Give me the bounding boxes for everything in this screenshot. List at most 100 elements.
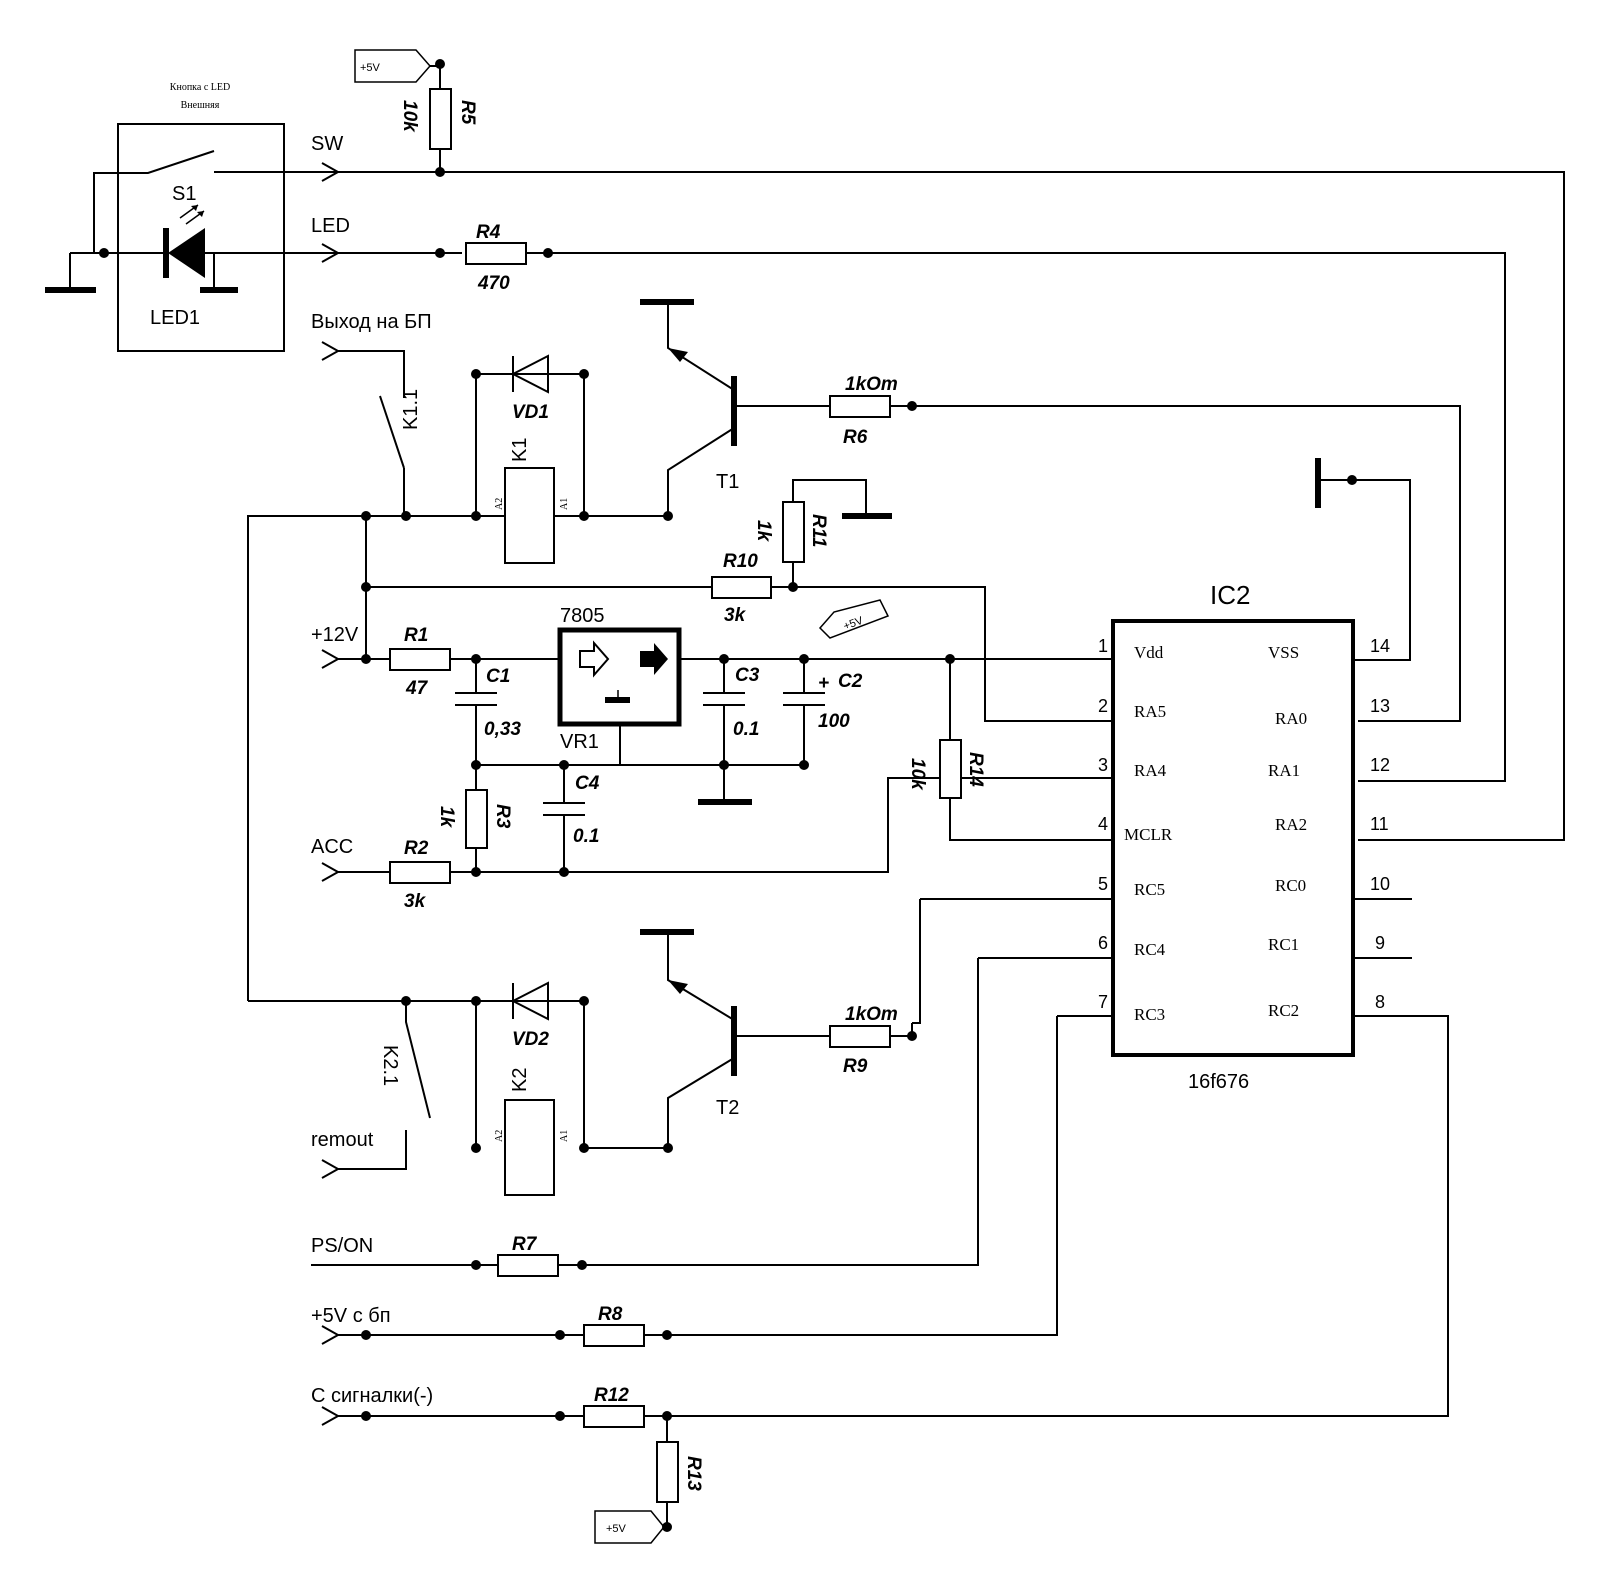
c2-ref: C2 <box>838 671 863 692</box>
bottom-inputs: PS/ON R7 +5V с бп R8 С сигналки(-) R12 R… <box>311 1234 704 1544</box>
ic2-pin7-name: RC3 <box>1134 1005 1165 1024</box>
vr1-type-label: 7805 <box>560 605 605 627</box>
ic2-pin12-name: RA1 <box>1268 761 1300 780</box>
ic2-pin1-name: Vdd <box>1134 643 1164 662</box>
r5-ref: R5 <box>457 100 478 125</box>
s1-led-box: Кнопка с LED Внешняя S1 LED1 <box>45 82 338 352</box>
ic2-pin4-num: 4 <box>1098 814 1108 834</box>
ic2-pin6-name: RC4 <box>1134 940 1166 959</box>
r7-ref: R7 <box>512 1234 538 1255</box>
acc-block: R3 1k C4 0.1 ACC R2 3k R14 10k <box>311 659 1113 912</box>
ic2-pin9-num: 9 <box>1375 933 1385 953</box>
vr1-ref: VR1 <box>560 731 599 753</box>
regulator-block: +12V R1 47 C1 0,33 7805 VR1 C3 0.1 <box>311 605 1113 805</box>
r12-ref: R12 <box>594 1385 629 1406</box>
led1-label: LED1 <box>150 307 200 329</box>
ic2-pin3-name: RA4 <box>1134 761 1167 780</box>
ic2-pin1-num: 1 <box>1098 636 1108 656</box>
r14-ref: R14 <box>965 752 986 787</box>
k2-pin-a2: A2 <box>494 1130 505 1142</box>
ic2-pin4-name: MCLR <box>1124 825 1173 844</box>
r1-ref: R1 <box>404 625 428 646</box>
ic2-pin9-name: RC1 <box>1268 935 1299 954</box>
c1-ref: C1 <box>486 666 510 687</box>
net-output-ps-label: Выход на БП <box>311 311 432 333</box>
net-acc-label: ACC <box>311 836 353 858</box>
ic2-part: 16f676 <box>1188 1071 1249 1093</box>
k1-contact-label: K1.1 <box>400 389 422 430</box>
r1-value: 47 <box>405 678 429 699</box>
ic2-pin11-num: 11 <box>1370 814 1389 834</box>
net-plus12v-label: +12V <box>311 624 359 646</box>
r11-value: 1k <box>753 520 774 543</box>
led-icon <box>168 228 205 278</box>
relay-k2-block: K2.1 remout VD2 K2 A2 A1 T2 1kOm R9 <box>248 929 917 1196</box>
r4-ref: R4 <box>476 222 501 243</box>
r2-value: 3k <box>404 891 427 912</box>
ic2-pin10-num: 10 <box>1370 874 1390 894</box>
switch-s1-label: S1 <box>172 183 196 205</box>
r10-ref: R10 <box>723 551 758 572</box>
k2-ref: K2 <box>509 1068 531 1092</box>
r13-ref: R13 <box>683 1456 704 1491</box>
r2-ref: R2 <box>404 838 429 859</box>
ic2-pin2-num: 2 <box>1098 696 1108 716</box>
r3-value: 1k <box>436 806 457 829</box>
k2-contact-label: K2.1 <box>379 1045 401 1086</box>
k1-ref: K1 <box>509 438 531 462</box>
ic2-pin7-num: 7 <box>1098 992 1108 1012</box>
r9-ref: R9 <box>843 1056 868 1077</box>
c3-value: 0.1 <box>733 719 759 740</box>
relay-k1-block: Выход на БП K1.1 K1 A2 A1 VD1 T1 <box>247 299 1461 1001</box>
ic2-pin2-name: RA5 <box>1134 702 1166 721</box>
ic2-pin8-name: RC2 <box>1268 1001 1299 1020</box>
net-alarm-label: С сигналки(-) <box>311 1385 433 1407</box>
plus5v-flag-top: +5V <box>360 62 381 74</box>
c2-value: 100 <box>818 711 850 732</box>
t2-ref: T2 <box>716 1097 739 1119</box>
r10-value: 3k <box>724 605 747 626</box>
r8-ref: R8 <box>598 1304 623 1325</box>
k2-pin-a1: A1 <box>559 1130 570 1142</box>
ic2-pin11-name: RA2 <box>1275 815 1307 834</box>
ic2-pin5-num: 5 <box>1098 874 1108 894</box>
s1-box-title-2: Внешняя <box>181 100 220 111</box>
ic2-pin8-num: 8 <box>1375 992 1385 1012</box>
net-remout-label: remout <box>311 1129 374 1151</box>
s1-box-title-1: Кнопка с LED <box>170 82 230 93</box>
t1-ref: T1 <box>716 471 739 493</box>
r6-ref: R6 <box>843 427 868 448</box>
r9-value: 1kOm <box>845 1004 898 1025</box>
c4-value: 0.1 <box>573 826 599 847</box>
ic2-pin14-num: 14 <box>1370 636 1390 656</box>
plus5v-flag-bottom: +5V <box>606 1523 627 1535</box>
ic2-pin12-num: 12 <box>1370 755 1390 775</box>
ic2-pin13-num: 13 <box>1370 696 1390 716</box>
sw-led-wiring: SW LED R4 470 R5 10k +5V <box>311 49 1565 841</box>
c2-polarity: + <box>818 673 829 694</box>
vd1-ref: VD1 <box>512 402 549 423</box>
net-ps-on-label: PS/ON <box>311 1235 373 1257</box>
c3-ref: C3 <box>735 665 760 686</box>
k1-pin-a1: A1 <box>559 498 570 510</box>
c1-value: 0,33 <box>484 719 521 740</box>
ic2-pin5-name: RC5 <box>1134 880 1165 899</box>
r4-value: 470 <box>477 273 510 294</box>
r5-value: 10k <box>399 100 420 133</box>
net-sw-label: SW <box>311 133 343 155</box>
r11-ref: R11 <box>808 514 829 547</box>
ic2-pin6-num: 6 <box>1098 933 1108 953</box>
r10-r11-block: R10 3k R11 1k +5V <box>361 479 1113 722</box>
r3-ref: R3 <box>492 804 513 829</box>
ic2-pic16f676: IC2 16f676 Vdd RA5 RA4 MCLR RC5 RC4 RC3 … <box>582 458 1449 1417</box>
ic2-pin13-name: RA0 <box>1275 709 1307 728</box>
r6-value: 1kOm <box>845 374 898 395</box>
ic2-pin14-name: VSS <box>1268 643 1299 662</box>
net-led-label: LED <box>311 215 350 237</box>
ic2-pin3-num: 3 <box>1098 755 1108 775</box>
ic2-pin10-name: RC0 <box>1275 876 1306 895</box>
net-plus5v-ps-label: +5V с бп <box>311 1305 391 1327</box>
k1-pin-a2: A2 <box>494 498 505 510</box>
c4-ref: C4 <box>575 773 600 794</box>
